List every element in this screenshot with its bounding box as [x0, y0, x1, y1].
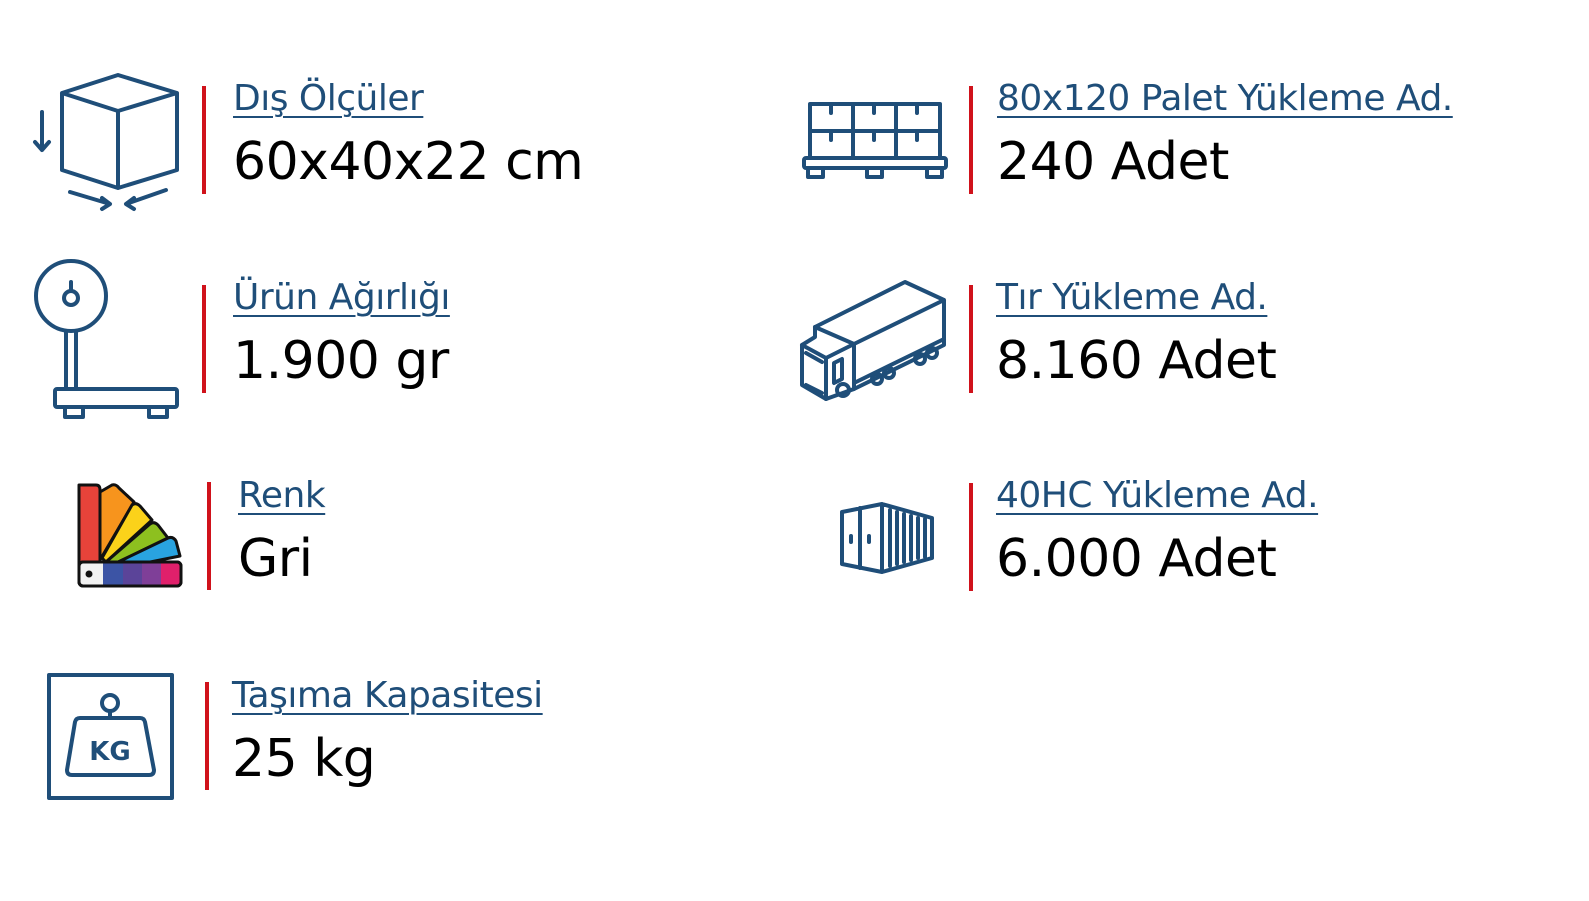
truck-icon — [800, 280, 946, 401]
divider — [207, 482, 211, 590]
divider — [205, 682, 209, 790]
divider — [969, 86, 973, 194]
svg-text:KG: KG — [89, 737, 131, 767]
spec-value: 6.000 Adet — [996, 529, 1277, 589]
spec-value: 25 kg — [232, 729, 376, 789]
scale-icon — [34, 259, 179, 419]
spec-label[interactable]: Tır Yükleme Ad. — [996, 277, 1268, 318]
spec-label[interactable]: Taşıma Kapasitesi — [232, 675, 543, 716]
divider — [969, 285, 973, 393]
spec-value: 240 Adet — [997, 132, 1229, 192]
spec-value: 60x40x22 cm — [233, 132, 584, 192]
divider — [969, 483, 973, 591]
spec-label[interactable]: Renk — [238, 475, 326, 516]
spec-label[interactable]: 80x120 Palet Yükleme Ad. — [997, 78, 1453, 119]
container-icon — [840, 502, 934, 574]
spec-value: 1.900 gr — [233, 331, 449, 391]
box-dimensions-icon — [33, 73, 179, 211]
divider — [202, 285, 206, 393]
spec-value: Gri — [238, 529, 313, 589]
spec-label[interactable]: 40HC Yükleme Ad. — [996, 475, 1319, 516]
kg-weight-icon: KG — [47, 673, 174, 800]
divider — [202, 86, 206, 194]
color-palette-icon — [77, 483, 183, 588]
spec-label[interactable]: Dış Ölçüler — [233, 78, 424, 119]
pallet-icon — [802, 102, 948, 179]
spec-value: 8.160 Adet — [996, 331, 1277, 391]
spec-label[interactable]: Ürün Ağırlığı — [233, 277, 450, 318]
